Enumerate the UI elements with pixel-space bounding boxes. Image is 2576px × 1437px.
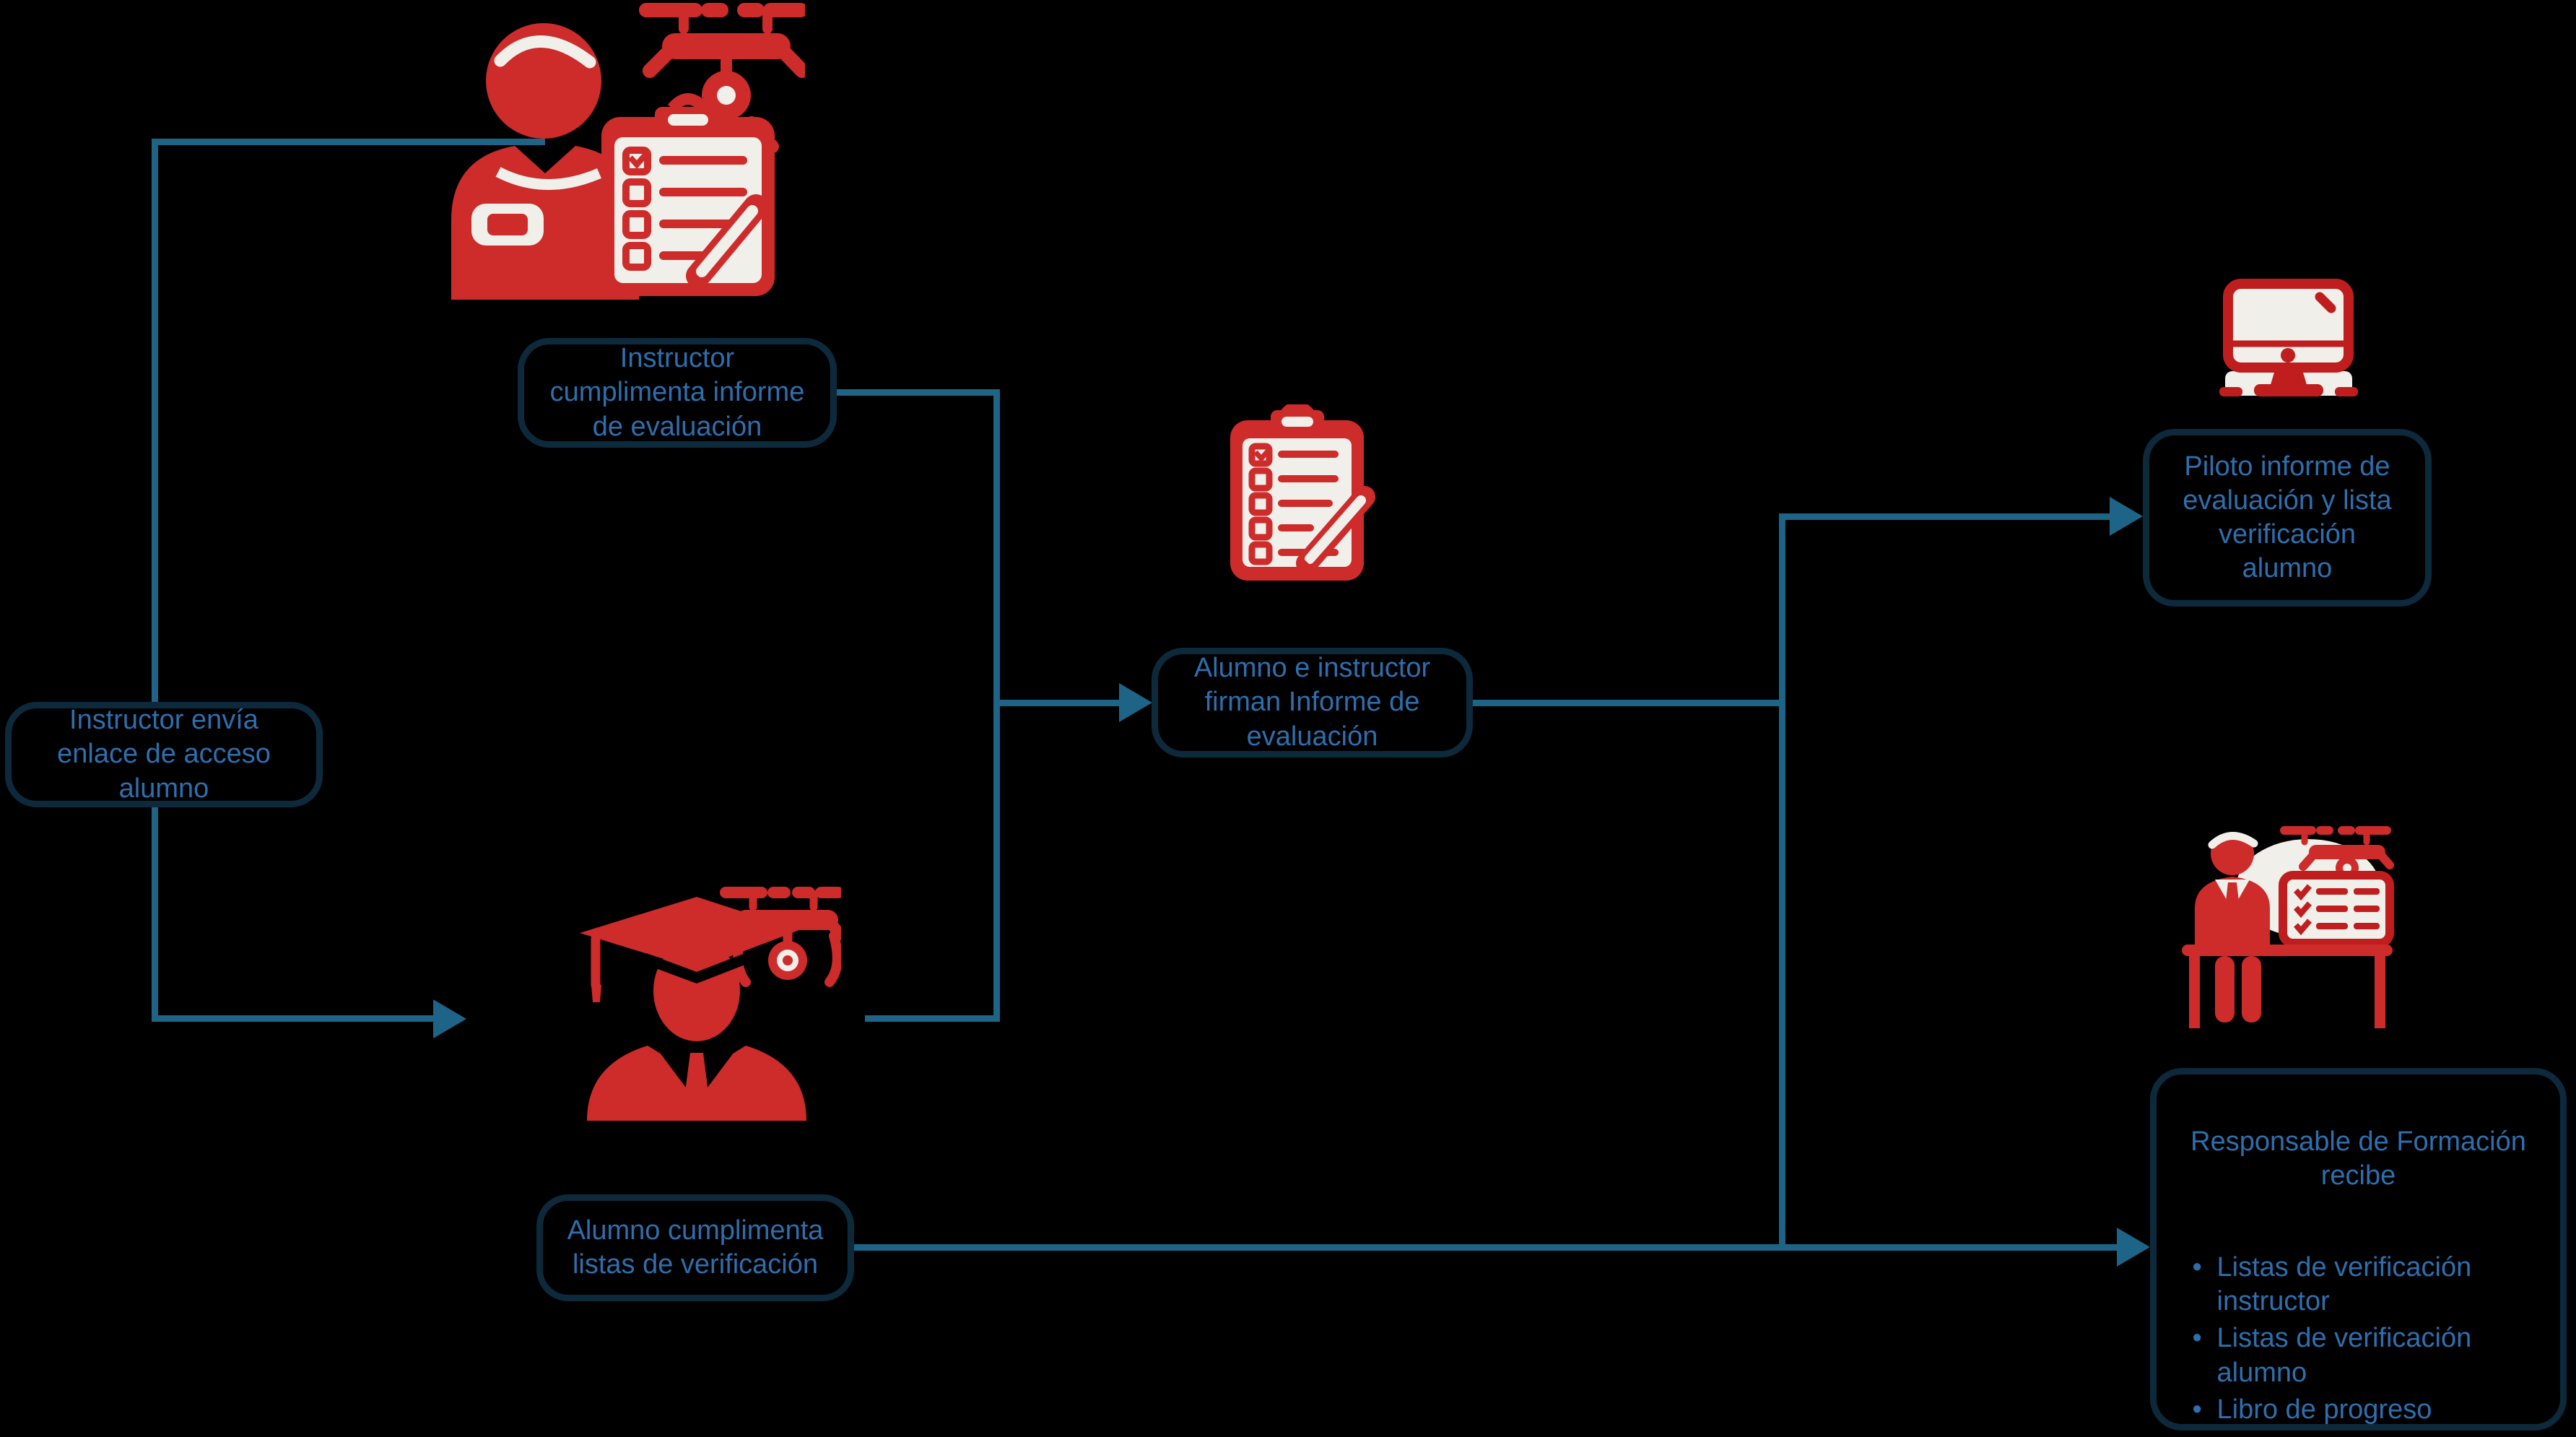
training-manager-list: • Listas de verificación instructor • Li… — [2193, 1251, 2525, 1430]
node-sign-report-label: Alumno e instructor firman Informe de ev… — [1193, 653, 1431, 752]
list-item-label: Listas de verificación alumno — [2216, 1323, 2472, 1388]
connector-sign-report-out — [1471, 700, 1785, 706]
node-pilot-receives: Piloto informe de evaluación y lista ver… — [2143, 429, 2432, 607]
connector-to-pilot — [1785, 513, 2110, 520]
node-instructor-report-label: Instructor cumplimenta informe de evalua… — [549, 343, 805, 442]
connector-right-vertical — [1779, 513, 1785, 1251]
connector-student-out — [865, 1015, 998, 1022]
connector-to-student — [152, 1015, 435, 1022]
connector-to-sign-report — [996, 700, 1119, 706]
arrowhead-to-training-manager — [2117, 1228, 2150, 1267]
desktop-computer-icon — [2218, 279, 2359, 399]
arrowhead-to-pilot — [2110, 497, 2143, 536]
node-training-manager-title: Responsable de Formación recibe — [2190, 1126, 2526, 1191]
bullet-icon: • — [2192, 1394, 2202, 1425]
connector-left-vertical — [152, 139, 158, 1022]
list-item: • Libro de progreso — [2193, 1393, 2525, 1427]
arrowhead-to-student — [433, 999, 466, 1038]
instructor-with-drone-icon — [430, 0, 809, 300]
list-item: • Listas de verificación alumno — [2193, 1321, 2525, 1389]
node-student-checklists-label: Alumno cumplimenta listas de verificació… — [567, 1215, 824, 1280]
node-training-manager: Responsable de Formación recibe • Listas… — [2150, 1068, 2567, 1431]
node-student-checklists: Alumno cumplimenta listas de verificació… — [536, 1194, 854, 1301]
node-send-link: Instructor envía enlace de acceso alumno — [5, 702, 323, 807]
node-pilot-receives-label: Piloto informe de evaluación y lista ver… — [2183, 451, 2392, 584]
checklist-clipboard-icon — [1222, 401, 1384, 589]
manager-at-desk-icon — [2175, 822, 2400, 1033]
graduate-student-drone-icon — [560, 882, 845, 1121]
node-send-link-label: Instructor envía enlace de acceso alumno — [57, 705, 271, 804]
node-sign-report: Alumno e instructor firman Informe de ev… — [1152, 648, 1473, 757]
node-instructor-report: Instructor cumplimenta informe de evalua… — [518, 338, 837, 448]
arrowhead-to-sign-report — [1119, 683, 1152, 722]
connector-instructor-report-out — [835, 389, 1000, 396]
list-item-label: Listas de verificación instructor — [2216, 1252, 2472, 1317]
list-item-label: Libro de progreso — [2216, 1394, 2432, 1425]
connector-top-left-horizontal — [152, 139, 545, 145]
connector-to-training-manager — [852, 1244, 2117, 1251]
bullet-icon: • — [2192, 1323, 2202, 1354]
bullet-icon: • — [2192, 1252, 2202, 1283]
list-item: • Listas de verificación instructor — [2193, 1251, 2525, 1319]
